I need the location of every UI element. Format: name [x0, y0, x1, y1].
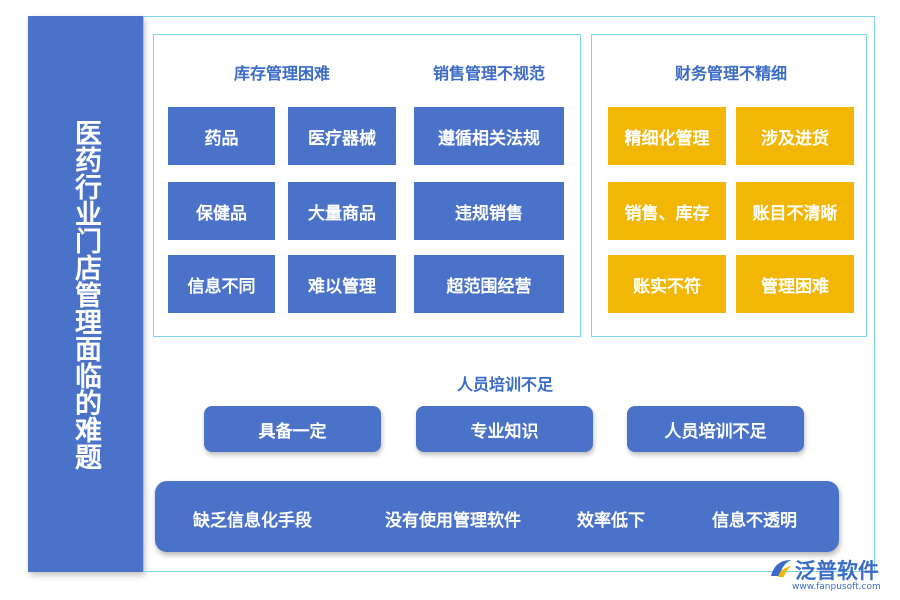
- bottom-bar: [155, 481, 839, 552]
- bottom-item: 信息不透明: [712, 511, 797, 531]
- finance-item: 账实不符: [608, 255, 726, 313]
- bottom-item: 缺乏信息化手段: [193, 511, 312, 531]
- inventory-item: 保健品: [168, 182, 275, 240]
- logo-icon: [771, 560, 792, 577]
- sales-item: 遵循相关法规: [414, 107, 564, 165]
- logo-name: 泛普软件: [795, 559, 879, 583]
- finance-item: 账目不清晰: [736, 182, 854, 240]
- heading-training: 人员培训不足: [456, 375, 553, 394]
- diagram-title: 医药行业门店管理面临的难题: [70, 118, 101, 470]
- inventory-item: 信息不同: [168, 255, 275, 313]
- logo-url: www.fanpusoft.com: [792, 582, 881, 592]
- heading-inventory: 库存管理困难: [233, 64, 330, 83]
- sales-item: 违规销售: [414, 182, 564, 240]
- inventory-item: 药品: [168, 107, 275, 165]
- outer-frame: [143, 16, 875, 572]
- finance-item: 精细化管理: [608, 107, 726, 165]
- inventory-item: 医疗器械: [288, 107, 396, 165]
- finance-item: 销售、库存: [608, 182, 726, 240]
- training-item: 具备一定: [204, 406, 381, 452]
- inventory-item: 大量商品: [288, 182, 396, 240]
- heading-sales: 销售管理不规范: [432, 64, 545, 83]
- bottom-item: 没有使用管理软件: [385, 511, 521, 531]
- inventory-item: 难以管理: [288, 255, 396, 313]
- training-item: 专业知识: [416, 406, 593, 452]
- finance-item: 涉及进货: [736, 107, 854, 165]
- heading-finance: 财务管理不精细: [674, 64, 787, 83]
- bottom-item: 效率低下: [577, 511, 645, 531]
- title-bar: 医药行业门店管理面临的难题: [28, 16, 143, 572]
- sales-item: 超范围经营: [414, 255, 564, 313]
- finance-item: 管理困难: [736, 255, 854, 313]
- training-item: 人员培训不足: [627, 406, 804, 452]
